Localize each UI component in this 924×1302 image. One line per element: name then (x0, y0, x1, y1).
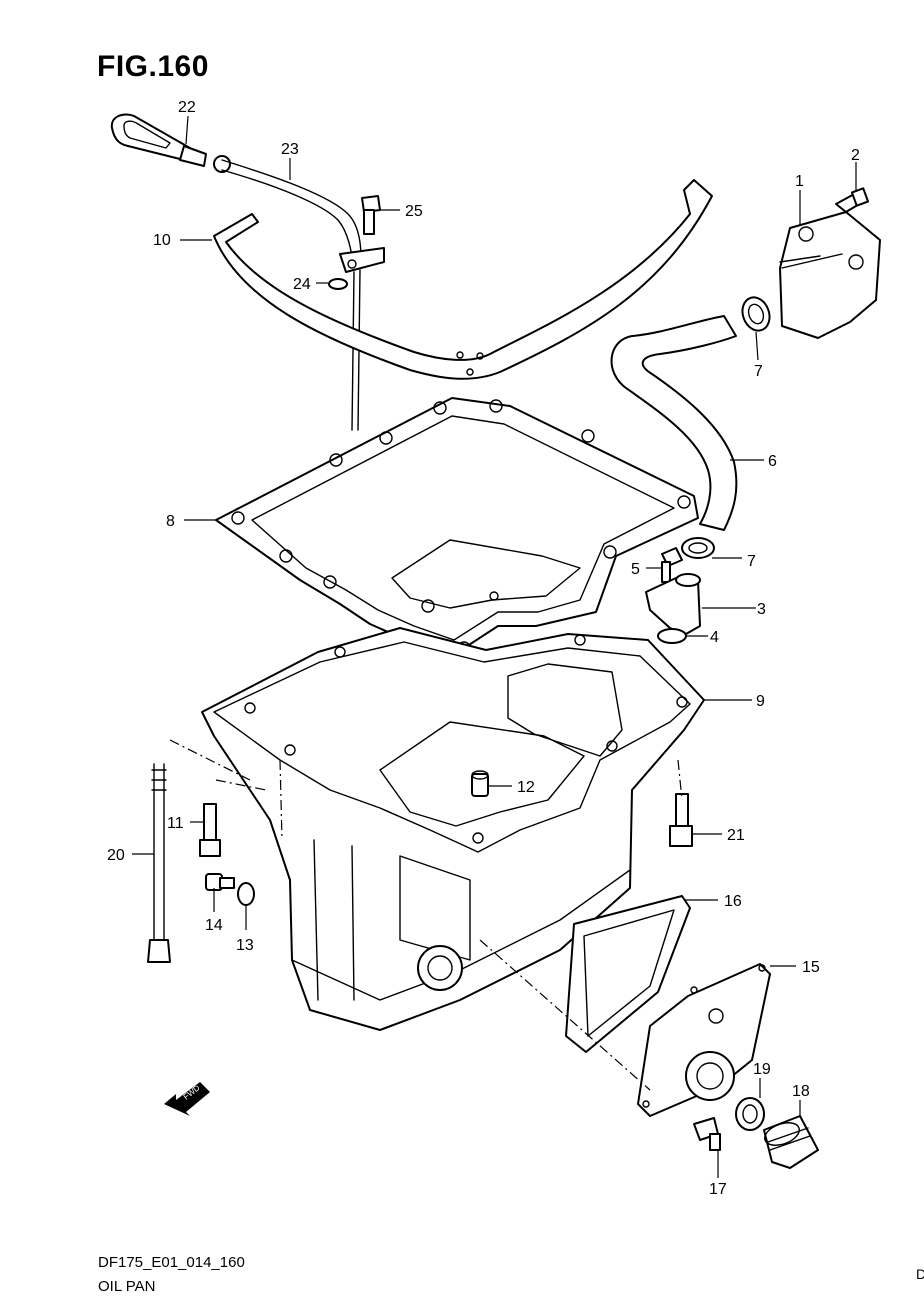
callout-25: 25 (405, 203, 423, 220)
bolt-2 (835, 187, 870, 213)
callout-23: 23 (281, 141, 299, 158)
bolt-21 (669, 793, 693, 847)
oil-hose (610, 315, 738, 531)
callout-12: 12 (517, 779, 535, 796)
callout-20: 20 (107, 847, 125, 864)
callout-7a: 7 (754, 363, 763, 380)
callout-18: 18 (792, 1083, 810, 1100)
callout-11: 11 (167, 815, 184, 832)
callout-2: 2 (851, 147, 860, 164)
washer-13 (237, 882, 255, 906)
callout-13: 13 (236, 937, 254, 954)
drain-plug-14 (205, 873, 235, 891)
callout-8: 8 (166, 513, 175, 530)
dipstick-guide (221, 159, 385, 431)
callout-labels: 1 2 3 4 5 6 7 7 8 9 10 11 12 13 14 15 16… (107, 99, 860, 1198)
bolt-25 (361, 195, 381, 235)
bolt-17 (693, 1117, 721, 1151)
o-ring-4 (657, 628, 687, 644)
fwd-arrow-icon: FWD (164, 1082, 210, 1116)
hose-clamp-lower (681, 537, 715, 559)
callout-10: 10 (153, 232, 171, 249)
callout-14: 14 (205, 917, 223, 934)
seal-19 (735, 1097, 765, 1131)
dipstick (110, 113, 231, 173)
callout-9: 9 (756, 693, 765, 710)
leader-lines (132, 115, 857, 1178)
figure-name: OIL PAN (98, 1278, 156, 1295)
callout-5: 5 (631, 561, 640, 578)
callout-21: 21 (727, 827, 745, 844)
gasket (215, 397, 699, 657)
oil-fitting (779, 211, 881, 339)
long-bolt-20 (147, 763, 171, 963)
callout-4: 4 (710, 629, 719, 646)
callout-22: 22 (178, 99, 196, 116)
callout-16: 16 (724, 893, 742, 910)
hose-clamp-upper (741, 296, 771, 332)
union-elbow (645, 573, 701, 635)
corner-mark: D (916, 1266, 924, 1282)
callout-19: 19 (753, 1061, 771, 1078)
bolt-11 (199, 803, 221, 857)
oil-pan-cover (637, 963, 771, 1117)
callout-17: 17 (709, 1181, 727, 1198)
callout-3: 3 (757, 601, 766, 618)
o-ring-24 (328, 278, 348, 290)
plug-18 (763, 1115, 819, 1169)
dowel-pin (471, 770, 489, 797)
callout-24: 24 (293, 276, 311, 293)
figure-title: FIG.160 (97, 50, 209, 83)
callout-15: 15 (802, 959, 820, 976)
baffle-plate (213, 179, 713, 380)
callout-7b: 7 (747, 553, 756, 570)
callout-1: 1 (795, 173, 804, 190)
figure-code: DF175_E01_014_160 (98, 1254, 245, 1271)
cover-gasket (565, 895, 691, 1053)
callout-6: 6 (768, 453, 777, 470)
